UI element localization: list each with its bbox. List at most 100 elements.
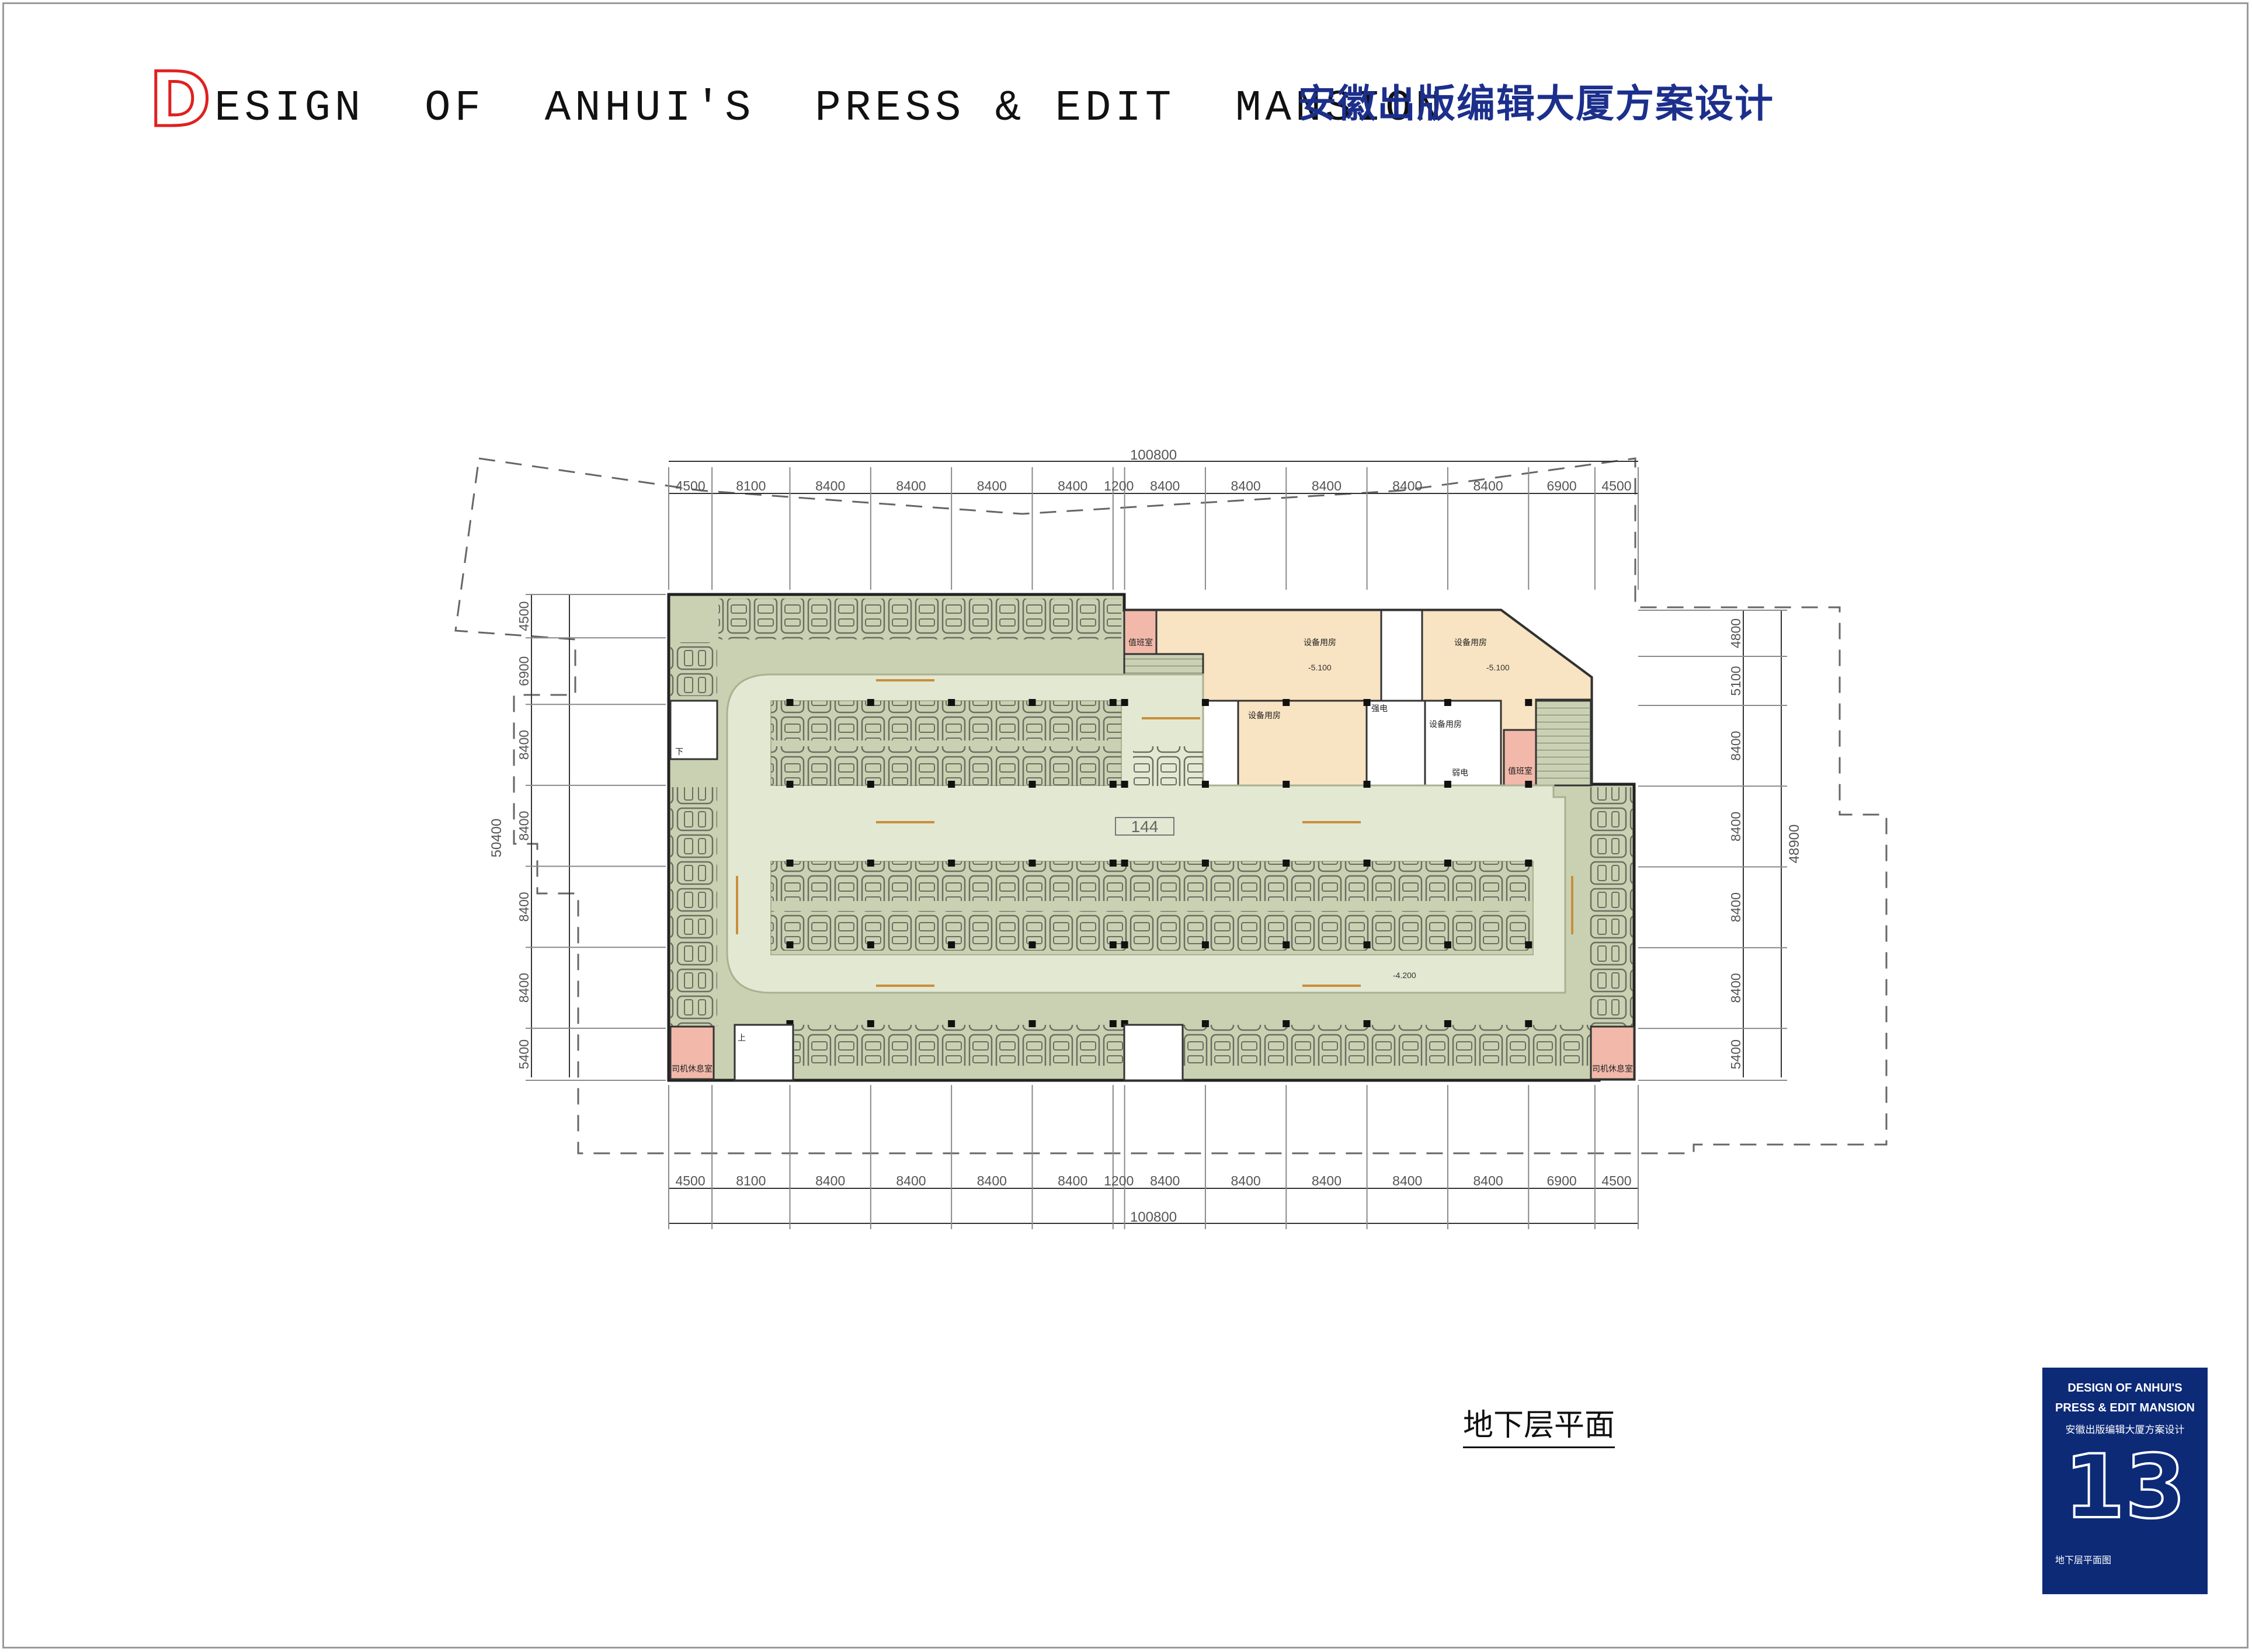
column <box>948 1020 955 1027</box>
title-english: ESIGN OF ANHUI'S PRESS & EDIT MANSION <box>214 84 1445 133</box>
column <box>1444 860 1451 867</box>
label-equip-3: 设备用房 <box>1248 711 1281 721</box>
car-count-box <box>1115 817 1174 836</box>
column <box>1525 941 1532 948</box>
label-equip-2: 设备用房 <box>1454 638 1487 648</box>
column <box>1525 699 1532 706</box>
row-span-dim: 8400 <box>516 811 531 841</box>
column <box>948 941 955 948</box>
column <box>786 860 794 867</box>
column <box>867 941 874 948</box>
ramp-stair-right <box>1535 700 1593 787</box>
driver-rest-left <box>669 1025 715 1080</box>
page-header: D ESIGN OF ANHUI'S PRESS & EDIT MANSION <box>147 51 1445 139</box>
column <box>1121 860 1128 867</box>
bottom-span-dim: 8400 <box>1058 1173 1087 1188</box>
label-stair-up: 上 <box>738 1034 746 1043</box>
column <box>1525 860 1532 867</box>
parking-stalls <box>670 599 1633 1066</box>
bottom-span-dim: 8400 <box>896 1173 926 1188</box>
top-span-dim: 1200 <box>1104 478 1134 493</box>
bottom-span-dim: 8400 <box>1473 1173 1503 1188</box>
sheet-badge: DESIGN OF ANHUI'S PRESS & EDIT MANSION 安… <box>2042 1368 2208 1594</box>
bottom-span-dim: 4500 <box>1601 1173 1631 1188</box>
column <box>1363 941 1371 948</box>
sheet-number: 13 <box>2063 1437 2187 1538</box>
label-driver-rest-left: 司机休息室 <box>672 1064 713 1074</box>
column <box>948 699 955 706</box>
top-span-dim: 8400 <box>1473 478 1503 493</box>
label-stair-down: 下 <box>675 747 683 757</box>
row-span-dim: 6900 <box>516 656 531 686</box>
label-strong-current: 强电 <box>1371 704 1388 714</box>
column <box>1444 781 1451 788</box>
column <box>1525 1020 1532 1027</box>
bottom-span-dim: 1200 <box>1104 1173 1134 1188</box>
equipment-zone <box>1123 609 1593 787</box>
bottom-span-dim: 6900 <box>1546 1173 1576 1188</box>
column <box>1363 699 1371 706</box>
label-driver-rest-right: 司机休息室 <box>1592 1064 1633 1074</box>
level-equipment: -5.100 <box>1308 663 1332 672</box>
top-span-dim: 8400 <box>815 478 845 493</box>
row-span-dim: 5400 <box>516 1039 531 1069</box>
row-span-dim: 5100 <box>1728 666 1743 695</box>
column <box>1109 699 1117 706</box>
column <box>1525 781 1532 788</box>
bottom-span-dim: 8400 <box>1392 1173 1422 1188</box>
row-span-dim: 4500 <box>516 601 531 631</box>
bottom-span-dim: 8400 <box>977 1173 1007 1188</box>
column <box>786 781 794 788</box>
stair-core-west <box>669 700 718 760</box>
right-total-dim: 48900 <box>1787 825 1802 864</box>
column <box>867 860 874 867</box>
badge-caption: 地下层平面图 <box>2055 1556 2112 1566</box>
column <box>1028 699 1036 706</box>
label-weak-current: 弱电 <box>1452 768 1468 778</box>
top-span-dim: 8100 <box>736 478 766 493</box>
column <box>1109 1020 1117 1027</box>
column <box>867 1020 874 1027</box>
column <box>1201 781 1209 788</box>
row-span-dim: 8400 <box>516 892 531 921</box>
label-equip-4: 设备用房 <box>1429 719 1462 729</box>
room-labels: 值班室 值班室 设备用房 设备用房 设备用房 设备用房 强电 弱电 司机休息室 … <box>672 638 1633 1074</box>
column <box>1121 781 1128 788</box>
badge-line-2: PRESS & EDIT MANSION <box>2055 1401 2195 1414</box>
bottom-cores <box>669 700 1635 1081</box>
row-span-dim: 8400 <box>1728 812 1743 841</box>
row-span-dim: 8400 <box>516 973 531 1003</box>
bottom-total-dim: 100800 <box>1130 1209 1177 1225</box>
column <box>1283 781 1290 788</box>
column <box>1363 860 1371 867</box>
bottom-span-dim: 8400 <box>1150 1173 1180 1188</box>
traffic-arrows <box>736 679 1573 987</box>
column <box>1283 1020 1290 1027</box>
column <box>1121 699 1128 706</box>
row-span-dim: 8400 <box>1728 973 1743 1003</box>
column <box>1028 1020 1036 1027</box>
dimension-lines <box>531 461 1782 1224</box>
label-equip-1: 设备用房 <box>1304 638 1336 648</box>
top-span-dim: 8400 <box>1392 478 1422 493</box>
title-initial: D <box>147 57 212 144</box>
column <box>1109 860 1117 867</box>
driver-rest-right <box>1590 1025 1635 1080</box>
level-equipment-right: -5.100 <box>1486 663 1510 672</box>
row-span-dim: 4800 <box>1728 618 1743 648</box>
column <box>1201 941 1209 948</box>
column <box>1028 941 1036 948</box>
column <box>1283 699 1290 706</box>
duty-room-right <box>1503 729 1537 787</box>
column <box>1444 1020 1451 1027</box>
column <box>1121 941 1128 948</box>
column <box>1109 781 1117 788</box>
top-span-dim: 4500 <box>675 478 705 493</box>
top-span-dim: 8400 <box>1231 478 1261 493</box>
